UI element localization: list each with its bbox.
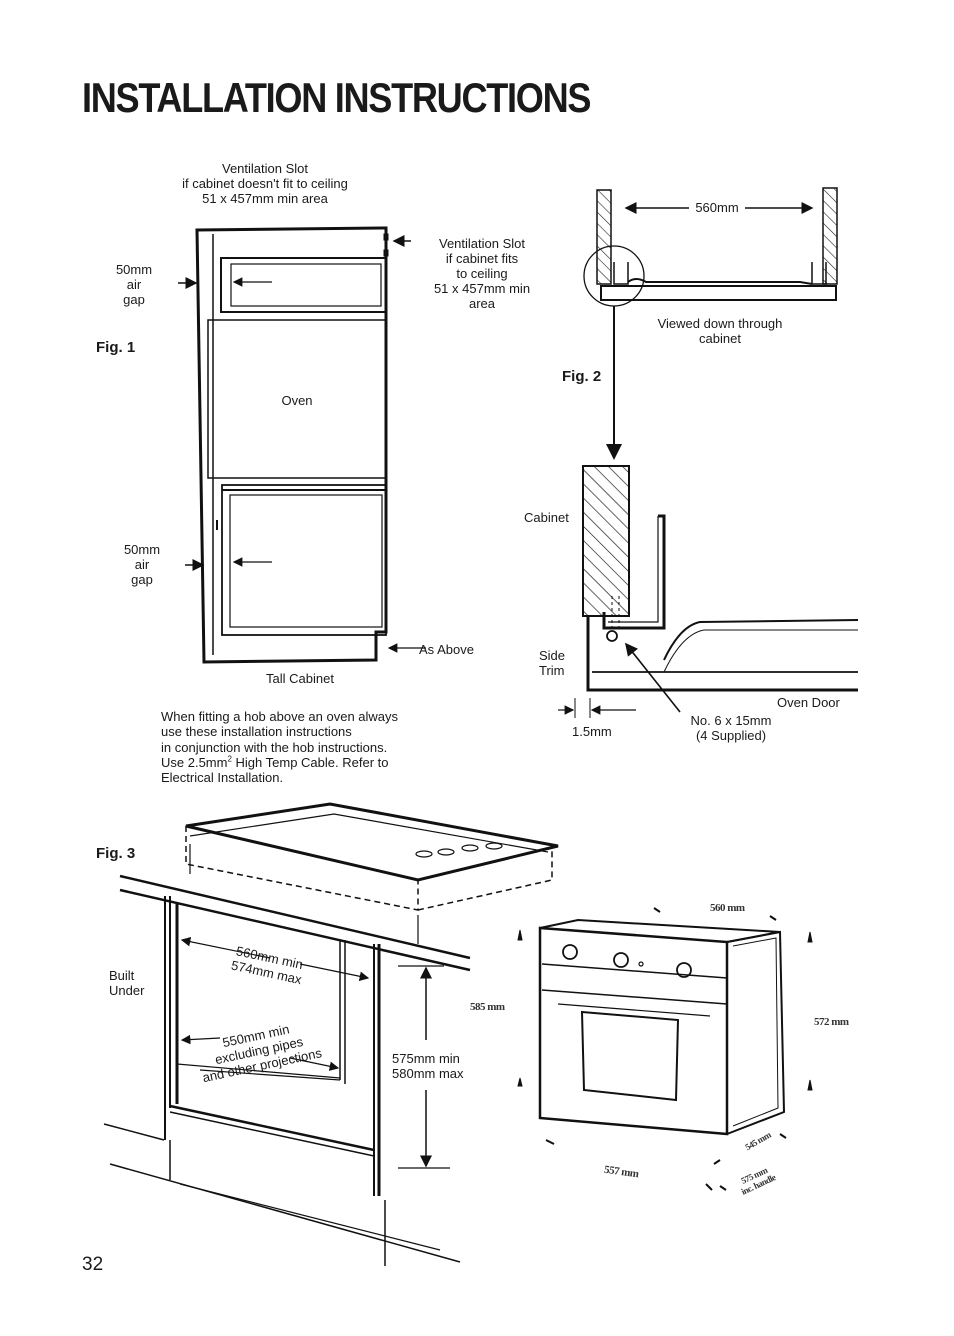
air-gap-bottom-line-2: air <box>134 557 150 572</box>
oven-dim-top: 560 mm <box>710 902 745 914</box>
vent-slot-top-label: Ventilation Slot if cabinet doesn't fit … <box>165 161 365 206</box>
screws-line-2: (4 Supplied) <box>695 728 767 743</box>
air-gap-top-line-2: air <box>126 277 142 292</box>
fig3-drawing <box>103 802 559 1266</box>
note-line-1: When fitting a hob above an oven always <box>161 709 399 724</box>
page-number: 32 <box>82 1254 104 1275</box>
viewed-line-2: cabinet <box>699 331 741 346</box>
built-under-label: Built Under <box>109 968 144 998</box>
vent-top-line-2: if cabinet doesn't fit to ceiling <box>182 176 348 191</box>
air-gap-top-line-3: gap <box>123 292 145 307</box>
viewed-line-1: Viewed down through <box>657 316 783 331</box>
side-trim-line-1: Side <box>539 648 566 663</box>
fig2-label: Fig. 2 <box>562 368 602 385</box>
built-under-line-1: Built <box>109 968 135 983</box>
tall-cabinet-label: Tall Cabinet <box>266 671 334 686</box>
page-title: INSTALLATION INSTRUCTIONS <box>82 74 591 121</box>
oven-appliance-drawing <box>517 907 813 1191</box>
oven-dim-right: 572 mm <box>814 1016 849 1028</box>
air-gap-top-line-1: 50mm <box>115 262 153 277</box>
vent-slot-right-label: Ventilation Slot if cabinet fits to ceil… <box>422 236 542 311</box>
oven-label: Oven <box>281 393 313 408</box>
note-cable-line: Use 2.5mm2 High Temp Cable. Refer to <box>161 755 398 770</box>
vent-top-line-1: Ventilation Slot <box>221 161 308 176</box>
height-range-line-2: 580mm max <box>392 1066 464 1081</box>
side-trim-line-2: Trim <box>539 663 565 678</box>
cabinet-label: Cabinet <box>524 510 569 525</box>
fig2-drawing <box>558 187 859 718</box>
fig1-label: Fig. 1 <box>96 339 136 356</box>
screws-label: No. 6 x 15mm (4 Supplied) <box>676 713 786 743</box>
as-above-label: As Above <box>419 642 474 657</box>
width-560-label: 560mm <box>689 200 745 215</box>
fig1-drawing <box>178 226 426 664</box>
vent-right-line-4: 51 x 457mm min <box>433 281 531 296</box>
hob-note: When fitting a hob above an oven always … <box>161 709 398 785</box>
note-line-5: Electrical Installation. <box>161 770 284 786</box>
height-range-label: 575mm min 580mm max <box>392 1051 464 1081</box>
air-gap-bottom-line-3: gap <box>131 572 153 587</box>
air-gap-top-label: 50mm air gap <box>106 262 162 307</box>
gap-1-5-label: 1.5mm <box>572 724 612 739</box>
note-line-2: use these installation instructions <box>161 724 352 740</box>
viewed-down-label: Viewed down through cabinet <box>640 316 800 346</box>
vent-top-line-3: 51 x 457mm min area <box>202 191 328 206</box>
air-gap-bottom-label: 50mm air gap <box>114 542 170 587</box>
side-trim-label: Side Trim <box>539 648 565 678</box>
vent-right-line-3: to ceiling <box>456 266 508 281</box>
note-cable-sup: 2 <box>227 754 232 764</box>
oven-dim-left: 585 mm <box>470 1001 505 1013</box>
vent-right-line-5: area <box>468 296 496 311</box>
built-under-line-2: Under <box>109 983 145 998</box>
screws-line-1: No. 6 x 15mm <box>690 713 772 728</box>
note-cable-post: High Temp Cable. Refer to <box>231 754 389 770</box>
height-range-line-1: 575mm min <box>392 1051 460 1066</box>
air-gap-bottom-line-1: 50mm <box>123 542 161 557</box>
note-line-3: in conjunction with the hob instructions… <box>161 739 388 755</box>
fig3-label: Fig. 3 <box>96 845 136 862</box>
vent-right-line-1: Ventilation Slot <box>438 236 525 251</box>
note-cable-pre: Use 2.5mm <box>161 754 228 770</box>
oven-door-label: Oven Door <box>777 695 840 710</box>
vent-right-line-2: if cabinet fits <box>445 251 519 266</box>
